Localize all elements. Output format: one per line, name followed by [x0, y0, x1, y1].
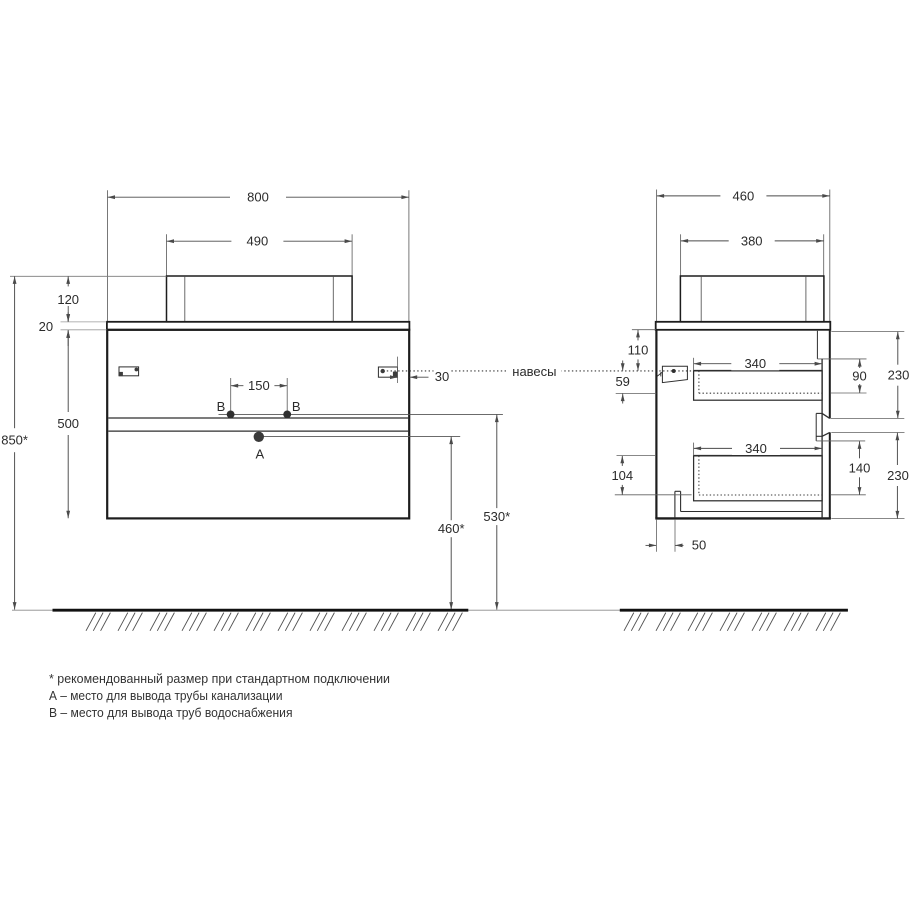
svg-text:В: В [292, 399, 301, 414]
svg-text:460*: 460* [438, 521, 465, 536]
svg-text:340: 340 [745, 441, 767, 456]
svg-text:В – место для вывода труб водо: В – место для вывода труб водоснабжения [49, 705, 293, 720]
svg-text:30: 30 [435, 369, 449, 384]
svg-text:150: 150 [248, 378, 270, 393]
svg-text:850*: 850* [1, 433, 28, 448]
svg-text:59: 59 [615, 374, 629, 389]
svg-text:380: 380 [741, 233, 763, 248]
svg-text:навесы: навесы [512, 364, 556, 379]
svg-text:230: 230 [888, 368, 909, 383]
svg-text:500: 500 [57, 416, 79, 431]
svg-text:120: 120 [57, 292, 79, 307]
svg-text:340: 340 [744, 356, 766, 371]
svg-text:* рекомендованный размер при с: * рекомендованный размер при стандартном… [49, 671, 390, 686]
svg-text:110: 110 [628, 342, 649, 357]
svg-text:20: 20 [39, 319, 53, 334]
svg-text:В: В [217, 399, 226, 414]
svg-text:90: 90 [852, 369, 866, 384]
svg-text:А – место для вывода трубы кан: А – место для вывода трубы канализации [49, 688, 283, 703]
svg-text:50: 50 [692, 538, 706, 553]
svg-text:230: 230 [887, 468, 909, 483]
svg-text:140: 140 [849, 460, 871, 475]
svg-text:800: 800 [247, 190, 269, 205]
svg-text:460: 460 [733, 188, 755, 203]
svg-text:490: 490 [247, 234, 269, 249]
svg-text:530*: 530* [483, 509, 510, 524]
svg-text:А: А [255, 447, 264, 462]
svg-text:104: 104 [611, 468, 633, 483]
